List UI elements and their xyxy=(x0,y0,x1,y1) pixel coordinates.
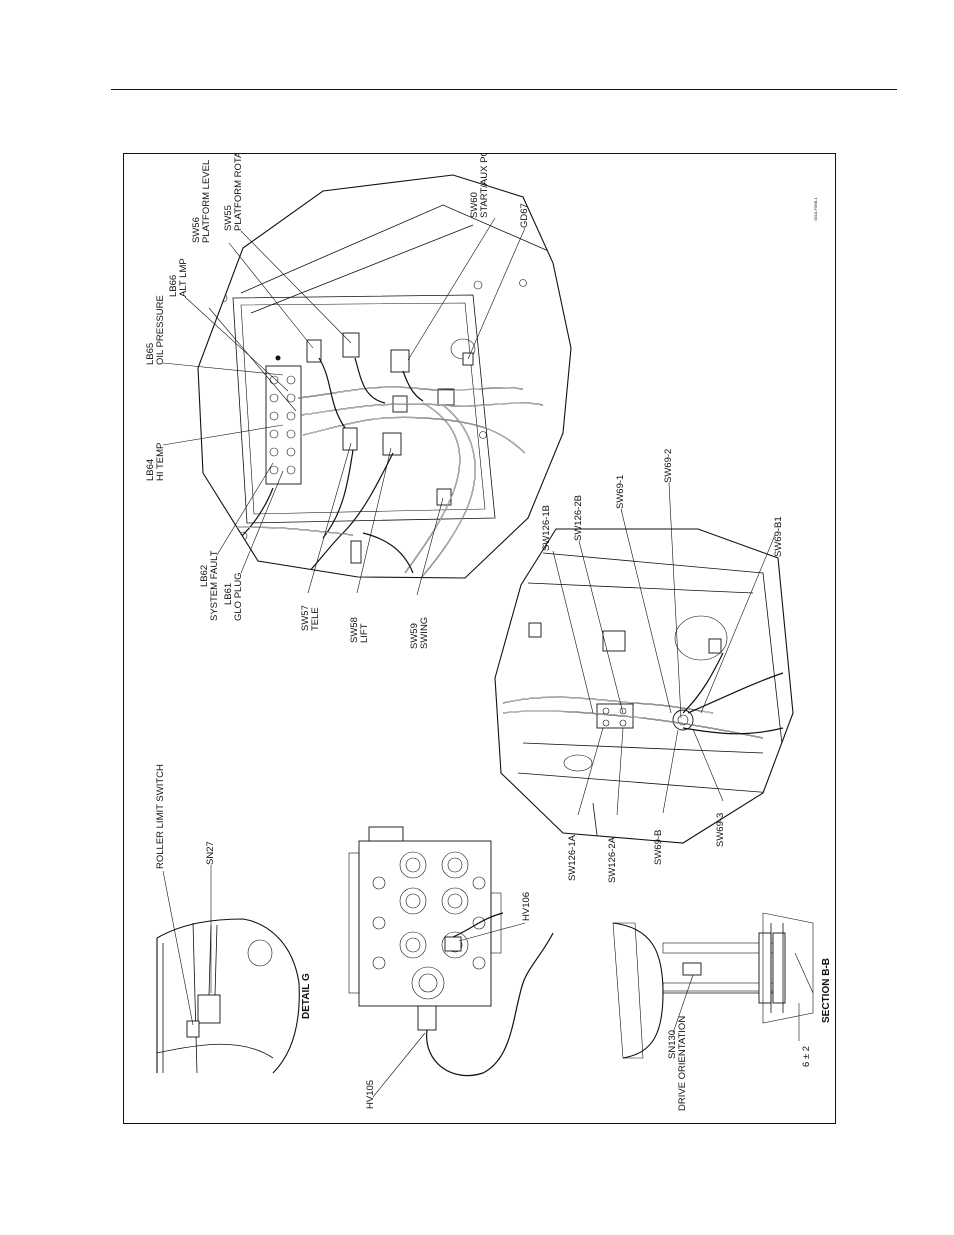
switch-view-leaders xyxy=(552,482,776,816)
callout-sn27: SN27 xyxy=(205,841,216,865)
callout-sw69-1: SW69-1 xyxy=(615,475,626,509)
callout-sw57-code: SW57 xyxy=(300,605,311,631)
callout-sw69-b1: SW69-B1 xyxy=(773,516,784,557)
callout-sw126-2b: SW126-2B xyxy=(573,495,584,541)
callout-sw59-code: SW59 xyxy=(409,623,420,649)
valve-block-view xyxy=(348,826,554,1098)
callout-sw55-desc: PLATFORM ROTATE xyxy=(233,153,244,231)
callout-sw69-3: SW69-3 xyxy=(715,813,726,847)
callout-sw69-b: SW69-B xyxy=(653,830,664,865)
callout-sw126-2a: SW126-2A xyxy=(607,836,618,883)
header-rule xyxy=(111,89,897,90)
drawing-id: 0010-F06B-1 xyxy=(813,197,818,221)
callout-hv106: HV106 xyxy=(521,892,532,921)
callout-lb62-desc: SYSTEM FAULT xyxy=(209,550,220,621)
callout-sw56-code: SW56 xyxy=(191,217,202,243)
callout-lb61-code: LB61 xyxy=(223,583,234,605)
callout-sw57-desc: TELE xyxy=(310,607,321,631)
callout-drive-orientation: DRIVE ORIENTATION xyxy=(677,1016,688,1111)
callout-lb65-code: LB65 xyxy=(145,343,156,365)
callout-hv105: HV105 xyxy=(365,1080,376,1109)
figure-frame xyxy=(123,153,836,1124)
callout-gd67-code: GD67 xyxy=(519,203,530,228)
callout-sw60-desc: START/AUX POWER xyxy=(479,153,490,218)
callout-sw126-1a: SW126-1A xyxy=(567,834,578,881)
callout-sw69-2: SW69-2 xyxy=(663,449,674,483)
callout-sn130: SN130 xyxy=(667,1030,678,1059)
callout-sw59-desc: SWING xyxy=(419,617,430,649)
section-bb-title: SECTION B-B xyxy=(821,958,832,1023)
detail-g-title: DETAIL G xyxy=(301,973,312,1019)
callout-lb61-desc: GLO PLUG xyxy=(233,572,244,621)
callout-sw56-desc: PLATFORM LEVEL xyxy=(201,160,212,243)
main-view-leaders xyxy=(162,217,526,596)
callout-lb64-code: LB64 xyxy=(145,459,156,481)
detail-g-leaders xyxy=(162,865,212,1026)
callout-sw126-1b: SW126-1B xyxy=(541,505,552,551)
callout-lb66-code: LB66 xyxy=(168,275,179,297)
callout-lb65-desc: OIL PRESSURE xyxy=(155,295,166,365)
callout-sw55-code: SW55 xyxy=(223,205,234,231)
wiring-diagram: 0010-F06B-1 LB65 OIL PRESSURE LB66 ALT L… xyxy=(145,153,832,1111)
callout-lb66-desc: ALT LMP xyxy=(178,258,189,297)
callout-sw60-code: SW60 xyxy=(469,192,480,218)
callout-lb64-desc: HI TEMP xyxy=(155,443,166,481)
callout-sw58-desc: LIFT xyxy=(359,623,370,643)
callout-sw58-code: SW58 xyxy=(349,617,360,643)
switch-view xyxy=(494,528,794,844)
callout-lb62-code: LB62 xyxy=(199,565,210,587)
dimension-6-pm-2: 6 ± 2 xyxy=(801,1046,812,1067)
callout-roller-limit-switch: ROLLER LIMIT SWITCH xyxy=(155,764,166,869)
section-bb-view xyxy=(612,912,814,1059)
detail-g-view xyxy=(156,918,300,1074)
control-panel-view xyxy=(197,174,572,579)
